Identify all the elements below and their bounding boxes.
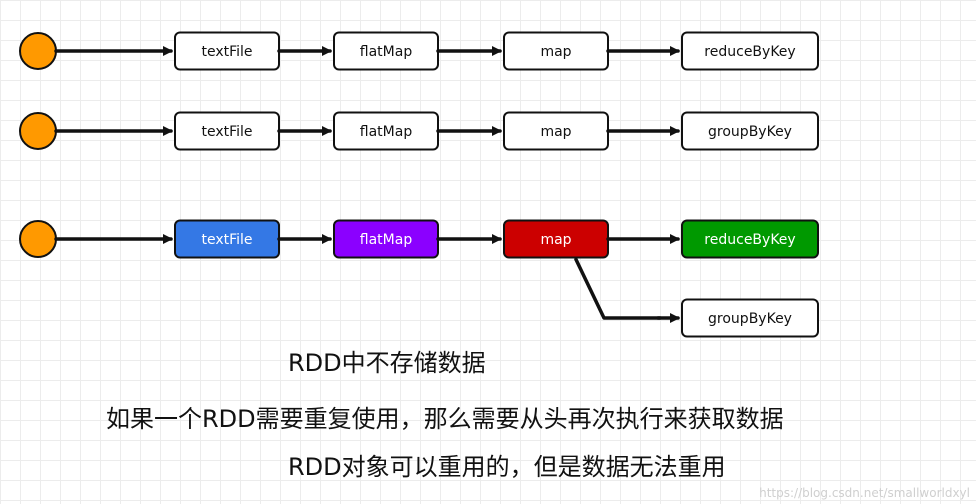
row1-node-reducebykey: reduceByKey: [681, 31, 819, 71]
row3-node-map-label: map: [540, 232, 571, 248]
row2-node-groupbykey: groupByKey: [681, 111, 819, 151]
row2-node-groupbykey-box: [681, 111, 819, 151]
row1-node-reducebykey-label: reduceByKey: [704, 44, 795, 60]
row3-start-circle: [19, 220, 57, 258]
row1-node-flatmap: flatMap: [333, 31, 439, 71]
row3-node-flatmap: flatMap: [333, 219, 439, 259]
branch-connector: [574, 257, 662, 320]
row2-node-flatmap-label: flatMap: [360, 124, 413, 140]
row2-start-circle: [19, 112, 57, 150]
row2-node-flatmap: flatMap: [333, 111, 439, 151]
row1-node-textfile: textFile: [174, 31, 280, 71]
row2-node-map-label: map: [540, 124, 571, 140]
row3-node-reducebykey: reduceByKey: [681, 219, 819, 259]
row1-node-flatmap-label: flatMap: [360, 44, 413, 60]
row1-node-reducebykey-box: [681, 31, 819, 71]
row3-node-reducebykey-box: [681, 219, 819, 259]
caption-recompute-from-start: 如果一个RDD需要重复使用，那么需要从头再次执行来获取数据: [106, 405, 784, 433]
row2-node-groupbykey-label: groupByKey: [708, 124, 792, 140]
caption-no-data-stored: RDD中不存储数据: [288, 349, 486, 377]
row2-node-textfile-label: textFile: [201, 124, 252, 140]
branch-node-groupbykey-label: groupByKey: [708, 311, 792, 327]
row3-node-textfile: textFile: [174, 219, 280, 259]
branch-node-groupbykey-box: [681, 298, 819, 338]
row2-node-map: map: [503, 111, 609, 151]
row2-node-textfile: textFile: [174, 111, 280, 151]
row3-node-textfile-label: textFile: [201, 232, 252, 248]
row1-node-map: map: [503, 31, 609, 71]
row1-start-circle: [19, 32, 57, 70]
row3-node-reducebykey-label: reduceByKey: [704, 232, 795, 248]
branch-node-groupbykey: groupByKey: [681, 298, 819, 338]
row3-node-map: map: [503, 219, 609, 259]
row1-node-textfile-label: textFile: [201, 44, 252, 60]
caption-object-reusable: RDD对象可以重用的，但是数据无法重用: [288, 453, 726, 481]
watermark: https://blog.csdn.net/smallworldxyl: [759, 486, 970, 500]
row1-node-map-label: map: [540, 44, 571, 60]
row3-node-flatmap-label: flatMap: [360, 232, 413, 248]
